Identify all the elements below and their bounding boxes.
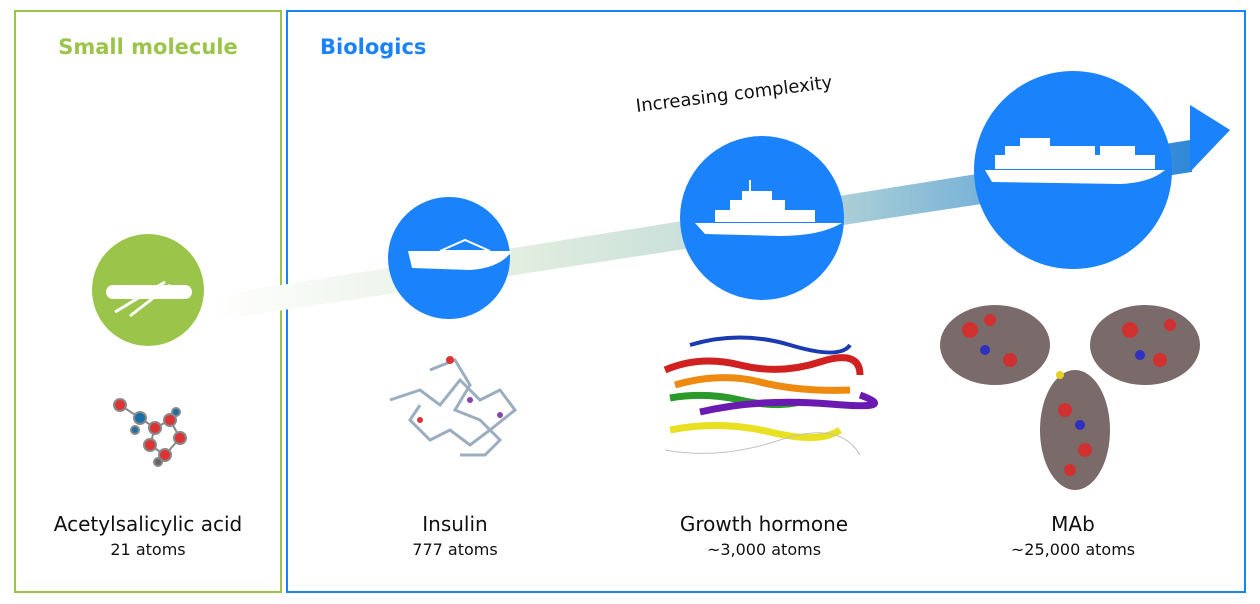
item-atoms: ~25,000 atoms [1010, 540, 1136, 559]
arrow-head [1190, 105, 1230, 170]
item-name: MAb [1051, 512, 1095, 536]
cruise-ship-icon [974, 71, 1172, 269]
raft-icon [92, 234, 204, 346]
yacht-icon [680, 136, 844, 300]
small-molecule-title: Small molecule [58, 35, 238, 59]
biologics-title: Biologics [320, 35, 427, 59]
speedboat-icon [388, 197, 512, 319]
item-name: Insulin [422, 512, 488, 536]
growth-hormone-molecule-image [663, 335, 878, 456]
item-atoms: ~3,000 atoms [706, 540, 822, 559]
item-name: Growth hormone [679, 512, 849, 536]
aspirin-molecule-image [113, 398, 187, 467]
item-name: Acetylsalicylic acid [53, 512, 243, 536]
mab-molecule-image [940, 305, 1200, 490]
insulin-molecule-image [389, 356, 518, 457]
item-atoms: 777 atoms [412, 540, 498, 559]
item-atoms: 21 atoms [110, 540, 186, 559]
